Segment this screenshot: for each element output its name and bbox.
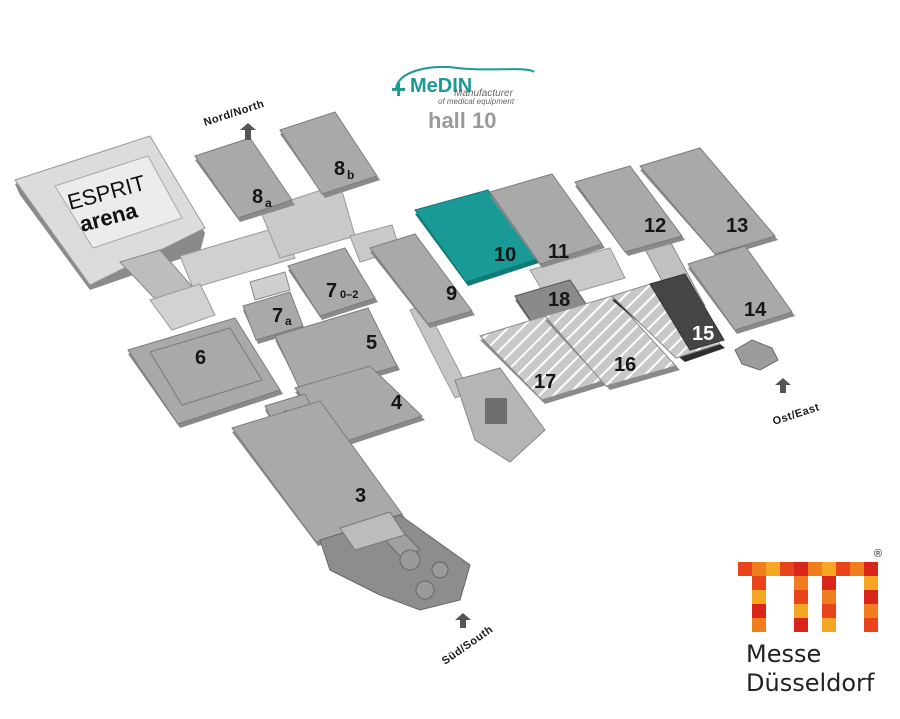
- entrance-north-label: Nord/North: [202, 98, 266, 129]
- exhibitor-hall: hall 10: [428, 108, 497, 133]
- medin-tagline-2: of medical equipment: [438, 97, 515, 106]
- hall-6-number: 6: [195, 347, 206, 369]
- entrance-south[interactable]: Süd/South: [440, 613, 496, 667]
- hall-12[interactable]: 12: [574, 165, 685, 256]
- medin-tagline-1: Manufacturer: [454, 88, 514, 99]
- hall-16[interactable]: 16: [544, 295, 680, 390]
- hall-9[interactable]: 9: [369, 233, 475, 328]
- entrance-south-label: Süd/South: [440, 623, 496, 667]
- hall-7-0-2[interactable]: 7 0–2: [287, 247, 378, 320]
- medin-wordmark: MeDIN: [410, 75, 472, 97]
- hall-8a-number: 8: [252, 186, 263, 208]
- hall-5-number: 5: [366, 332, 377, 354]
- entrance-east-label: Ost/East: [771, 401, 821, 427]
- hall-17-number: 17: [534, 371, 556, 393]
- hall-7a-suffix: a: [285, 314, 292, 328]
- hall-7-0-2-number: 7: [326, 280, 337, 302]
- north-arrow-icon: [240, 123, 256, 140]
- congress-building[interactable]: [454, 367, 546, 463]
- hall-14-number: 14: [744, 299, 767, 321]
- hall-18-number: 18: [548, 289, 570, 311]
- hall-3[interactable]: 3: [231, 400, 405, 546]
- organizer-name-line1: Messe: [746, 640, 822, 668]
- esprit-arena[interactable]: ESPRIT arena: [14, 135, 206, 290]
- hall-8b[interactable]: 8 b: [279, 111, 380, 198]
- hall-8b-suffix: b: [347, 168, 354, 182]
- entrance-north[interactable]: Nord/North: [202, 98, 266, 140]
- hall-6[interactable]: 6: [127, 317, 283, 428]
- hall-11[interactable]: 11: [489, 173, 605, 268]
- hall-7-0-2-suffix: 0–2: [340, 289, 358, 301]
- hall-7a-number: 7: [272, 305, 283, 327]
- svg-text:+: +: [391, 74, 406, 104]
- exhibitor-logo: MeDIN + Manufacturer of medical equipmen…: [388, 58, 538, 138]
- hall-14[interactable]: 14: [687, 245, 795, 371]
- hall-13-number: 13: [726, 215, 748, 237]
- hall-4-number: 4: [391, 392, 403, 414]
- hall-10-number: 10: [494, 244, 516, 266]
- hall-11-number: 11: [548, 241, 569, 263]
- organizer-name-line2: Düsseldorf: [746, 669, 875, 697]
- hall-15[interactable]: 15: [611, 273, 725, 362]
- hall-3-number: 3: [355, 485, 366, 507]
- hall-15-number: 15: [692, 323, 714, 345]
- hall-1[interactable]: [319, 511, 471, 611]
- hall-13[interactable]: 13: [639, 147, 778, 258]
- hall-8a-suffix: a: [265, 196, 272, 210]
- messe-duesseldorf-logo: ®: [738, 548, 888, 708]
- east-arrow-icon: [775, 378, 791, 393]
- registered-mark: ®: [874, 548, 882, 560]
- hall-16-number: 16: [614, 354, 636, 376]
- hall-9-number: 9: [446, 283, 457, 305]
- hall-8b-number: 8: [334, 158, 345, 180]
- hall-12-number: 12: [644, 215, 666, 237]
- south-arrow-icon: [455, 613, 471, 628]
- hall-10[interactable]: 10: [414, 189, 542, 286]
- entrance-east[interactable]: Ost/East: [771, 378, 821, 428]
- hall-8a[interactable]: 8 a: [194, 137, 295, 222]
